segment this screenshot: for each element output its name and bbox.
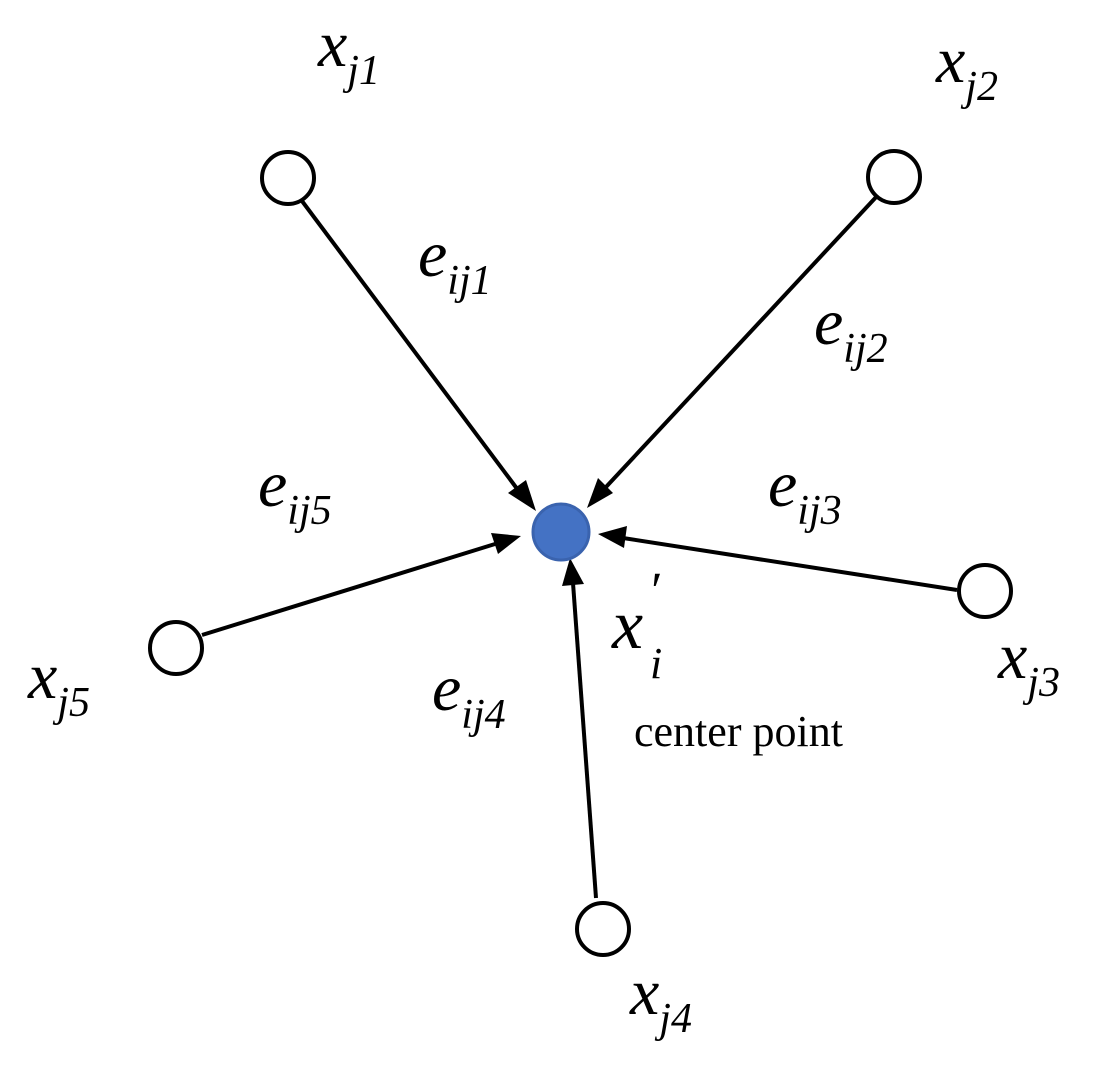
center-node (531, 502, 591, 562)
edge-label-ij1: eij1 (418, 218, 492, 304)
edge-label-ij3: eij3 (768, 448, 842, 534)
center-label-prime: ′ (648, 563, 661, 620)
neighbor-node-j4 (575, 901, 631, 957)
edge-ij5-arrowhead (491, 533, 521, 554)
edge-ij2-line (604, 193, 880, 489)
edge-ij1-line (297, 195, 520, 492)
center-caption: center point (634, 707, 843, 756)
edge-ij3-line (622, 536, 958, 592)
center-label-base: x (611, 587, 643, 664)
neighbor-node-j1 (260, 150, 316, 206)
edge-ij2-arrowhead (587, 478, 613, 508)
edge-ij4-line (571, 582, 598, 899)
neighbor-node-j2 (866, 149, 922, 205)
center-label-sub: i (650, 639, 662, 688)
edge-ij5-line (201, 542, 496, 637)
edge-ij4-arrowhead (562, 558, 584, 586)
neighbor-node-j3 (957, 563, 1013, 619)
neighbor-node-j5 (148, 620, 204, 676)
neighbor-label-j2: xj2 (935, 24, 998, 110)
neighbor-label-j4: xj4 (629, 956, 692, 1042)
neighbor-label-j3: xj3 (997, 620, 1060, 706)
edge-ij3-arrowhead (598, 526, 627, 548)
edge-ij1-arrowhead (508, 480, 536, 511)
neighbor-label-j1: xj1 (317, 8, 380, 94)
edge-label-ij2: eij2 (814, 286, 888, 372)
neighbor-label-j5: xj5 (27, 640, 90, 726)
edge-label-ij4: eij4 (432, 652, 506, 738)
edge-label-ij5: eij5 (258, 448, 332, 534)
